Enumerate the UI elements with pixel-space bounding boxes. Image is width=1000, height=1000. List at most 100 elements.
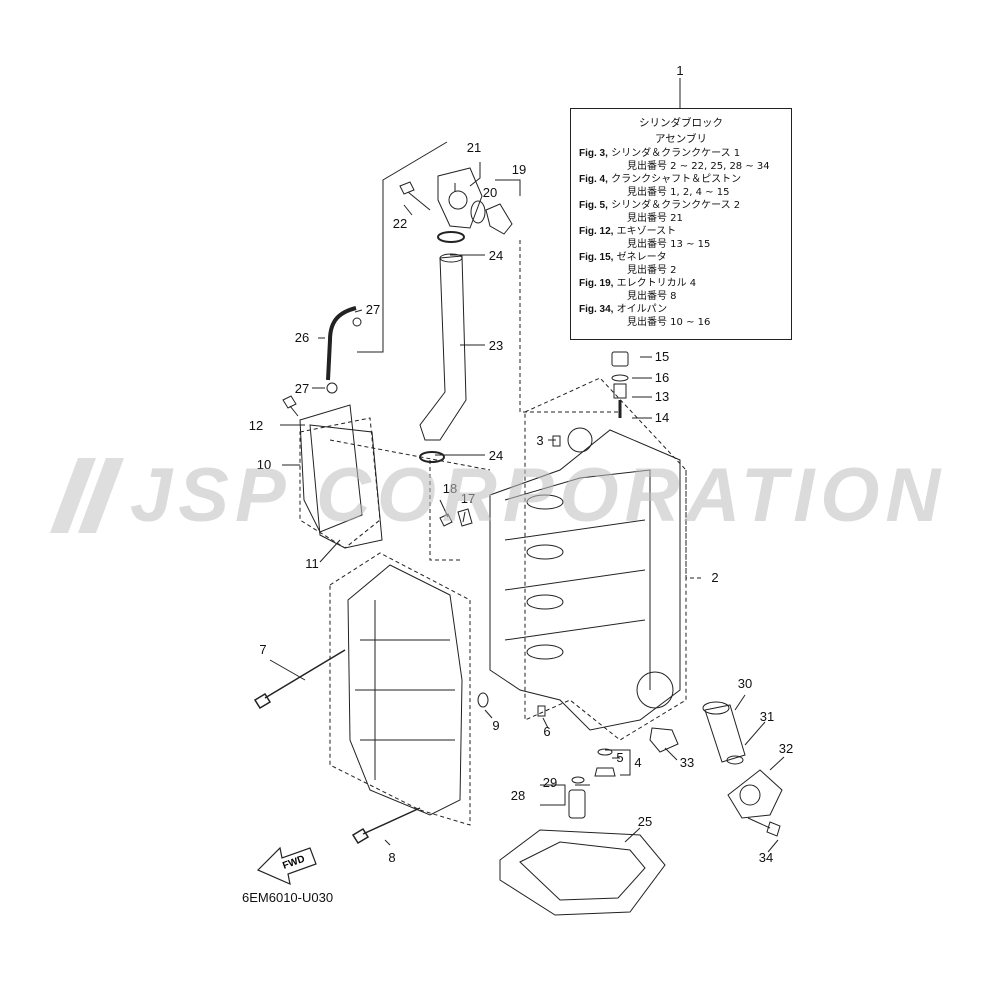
dashed-18-link (429, 460, 460, 561)
part-callout-23: 23 (489, 338, 503, 353)
o-ring-29 (571, 776, 585, 784)
washer-16 (611, 374, 629, 382)
leader-9 (484, 709, 493, 719)
legend-fig-items: 見出番号 1, 2, 4 ~ 15 (627, 187, 730, 198)
part-callout-19: 19 (512, 162, 526, 177)
part-callout-28: 28 (511, 788, 525, 803)
legend-fig-name: エキゾースト (613, 226, 677, 237)
filter-housing-port (739, 784, 761, 806)
legend-row: Fig. 3, シリンダ＆クランクケース 1 (579, 147, 783, 160)
oil-filter-mount (636, 671, 674, 709)
part-callout-10: 10 (257, 457, 271, 472)
pipe-23-end (439, 253, 463, 263)
part-callout-25: 25 (638, 814, 652, 829)
part-callout-20: 20 (483, 185, 497, 200)
thermostat-cover-port (448, 190, 468, 210)
screw-18 (439, 513, 453, 527)
pipe-23 (419, 255, 467, 441)
part-callout-34: 34 (759, 850, 773, 865)
part-callout-31: 31 (760, 709, 774, 724)
legend-row: Fig. 19, エレクトリカル 4 (579, 277, 783, 290)
part-callout-24: 24 (489, 248, 503, 263)
plate-17 (457, 508, 473, 527)
legend-fig-items: 見出番号 2 (627, 265, 677, 276)
leader-33 (664, 747, 678, 761)
dashed-cover-link (329, 439, 491, 471)
leader-22 (403, 204, 413, 216)
bolt-12 (282, 395, 299, 417)
dashed-19-link (519, 240, 620, 413)
part-callout-32: 32 (779, 741, 793, 756)
legend-fig-name: オイルパン (613, 304, 668, 315)
hose-26 (326, 306, 357, 381)
pin-6 (537, 705, 546, 717)
part-callout-27: 27 (366, 302, 380, 317)
legend-fig-items: 見出番号 8 (627, 291, 677, 302)
part-callout-24: 24 (489, 448, 503, 463)
oil-filter-30 (704, 704, 746, 763)
cylinder-block-2 (489, 429, 681, 731)
bearing-1 (526, 494, 564, 510)
thermostat-cover (437, 167, 483, 229)
legend-fig-name: クランクシャフト＆ピストン (607, 174, 742, 185)
leader-27a (354, 309, 363, 313)
part-callout-27: 27 (295, 381, 309, 396)
part-callout-26: 26 (295, 330, 309, 345)
oil-pan-gasket-25 (499, 829, 666, 916)
legend-row: Fig. 5, シリンダ＆クランクケース 2 (579, 199, 783, 212)
bearing-2 (526, 544, 564, 560)
part-callout-18: 18 (443, 481, 457, 496)
bearing-4 (526, 644, 564, 660)
part-callout-33: 33 (680, 755, 694, 770)
bolt-7 (253, 649, 346, 710)
part-callout-8: 8 (388, 850, 395, 865)
part-callout-12: 12 (249, 418, 263, 433)
clamp-27a (352, 317, 362, 327)
o-ring-9 (477, 692, 489, 708)
legend-fig-ref: Fig. 4, (579, 174, 608, 185)
legend-fig-ref: Fig. 12, (579, 226, 614, 237)
leader-32 (769, 756, 785, 771)
bearing-3 (526, 594, 564, 610)
block-top-port (567, 427, 593, 453)
legend-fig-items: 見出番号 21 (627, 213, 683, 224)
bolt-22 (399, 181, 431, 211)
part-callout-9: 9 (492, 718, 499, 733)
crankcase (347, 564, 463, 816)
part-callout-6: 6 (543, 724, 550, 739)
part-callout-2: 2 (711, 570, 718, 585)
cylinder-block-ribs (504, 469, 651, 690)
leader-31 (744, 721, 766, 746)
legend-fig-ref: Fig. 15, (579, 252, 614, 263)
leader-21 (469, 162, 481, 187)
gasket-33 (649, 727, 679, 753)
part-callout-11: 11 (305, 556, 319, 571)
fwd-arrow-icon: FWD (256, 846, 317, 886)
legend-fig-name: シリンダ＆クランクケース 2 (607, 200, 741, 211)
legend-fig-ref: Fig. 5, (579, 200, 608, 211)
washer-5 (597, 748, 613, 756)
diagram-code: 6EM6010-U030 (242, 890, 334, 905)
o-ring-24-top (437, 231, 465, 243)
legend-fig-ref: Fig. 3, (579, 148, 608, 159)
legend-title-line2: アセンブリ (655, 133, 707, 145)
o-ring-24-bottom (419, 451, 445, 463)
plug-15 (611, 351, 629, 367)
dashed-2 (685, 470, 702, 579)
crankcase-ribs (355, 600, 455, 780)
sleeve-13 (613, 383, 627, 399)
part-callout-30: 30 (738, 676, 752, 691)
oil-pan-gasket-inner (519, 841, 646, 901)
thermostat-19 (485, 203, 513, 235)
legend-row: Fig. 34, オイルパン (579, 303, 783, 316)
bracket-4 (605, 749, 631, 776)
leader-6 (542, 717, 549, 729)
part-callout-29: 29 (543, 775, 557, 790)
legend-fig-ref: Fig. 19, (579, 278, 614, 289)
leader-8 (384, 839, 391, 846)
cover-10 (299, 404, 363, 533)
bolt-8 (351, 807, 421, 845)
